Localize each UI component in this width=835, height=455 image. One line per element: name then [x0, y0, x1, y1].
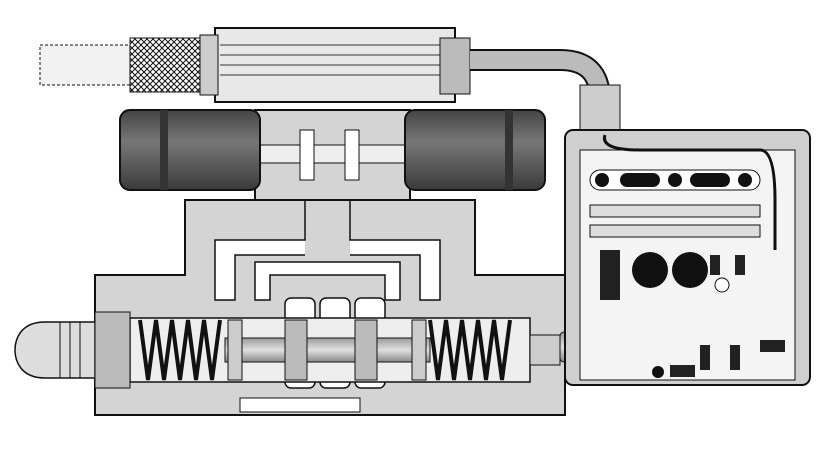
electronics-enclosure	[564, 129, 811, 386]
main-valve-body	[94, 199, 566, 416]
spool	[224, 319, 431, 381]
cable-conduit	[470, 49, 621, 131]
connector-housing	[214, 27, 471, 103]
left-end-plug	[14, 311, 131, 389]
right-solenoid	[404, 109, 546, 191]
left-spring	[138, 319, 222, 381]
right-spring	[428, 319, 512, 381]
left-solenoid	[119, 109, 261, 191]
plug-connector	[39, 34, 219, 96]
pilot-valve	[254, 109, 411, 201]
